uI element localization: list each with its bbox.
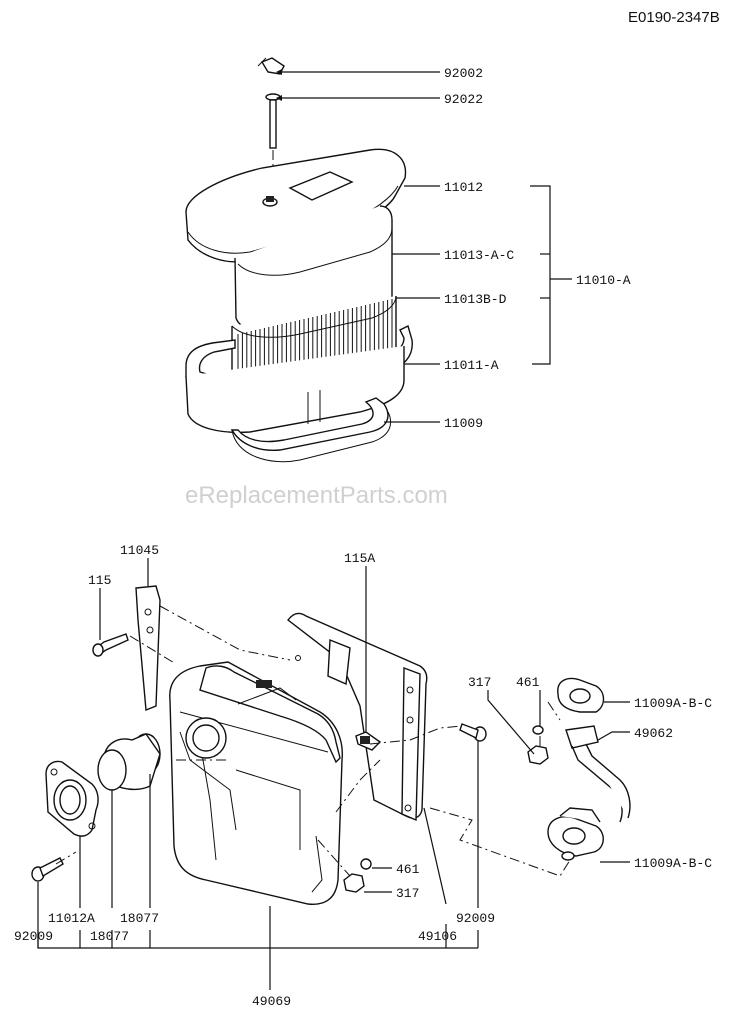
label-11009a-b-c-upper: 11009A-B-C bbox=[634, 696, 712, 711]
label-115a: 115A bbox=[344, 551, 375, 566]
label-92022: 92022 bbox=[444, 92, 483, 107]
label-11012: 11012 bbox=[444, 180, 483, 195]
label-461-lower: 461 bbox=[396, 862, 420, 877]
cover-plate-drawing bbox=[45, 760, 99, 837]
bolt-92009-left-drawing bbox=[31, 857, 64, 882]
label-18077-b: 18077 bbox=[90, 929, 129, 944]
nut-lower-drawing bbox=[343, 858, 372, 893]
label-11010-a: 11010-A bbox=[576, 273, 631, 288]
label-49106: 49106 bbox=[418, 929, 457, 944]
label-461-upper: 461 bbox=[516, 675, 540, 690]
label-92009-right: 92009 bbox=[456, 911, 495, 926]
spark-arrestor-drawing bbox=[97, 733, 161, 791]
watermark: eReplacementParts.com bbox=[185, 482, 448, 509]
heat-shield-drawing bbox=[287, 612, 428, 822]
base-drawing bbox=[185, 324, 413, 434]
label-11009a-b-c-lower: 11009A-B-C bbox=[634, 856, 712, 871]
label-115: 115 bbox=[88, 573, 111, 588]
label-11013b-d: 11013B-D bbox=[444, 292, 507, 307]
diagram-id: E0190-2347B bbox=[628, 9, 720, 26]
label-317-lower: 317 bbox=[396, 886, 419, 901]
muffler-body-drawing bbox=[169, 661, 343, 905]
air-cleaner-group: 92002 92022 11012 11013-A-C 11013B-D 110… bbox=[185, 57, 631, 463]
cover-drawing bbox=[185, 148, 407, 263]
bolt-115-drawing bbox=[92, 633, 129, 657]
label-11012a: 11012A bbox=[48, 911, 95, 926]
bracket-drawing bbox=[135, 585, 161, 711]
label-317-upper: 317 bbox=[468, 675, 491, 690]
exhaust-pipe-drawing bbox=[547, 677, 631, 861]
bolt-115a-drawing bbox=[355, 731, 382, 751]
label-92002: 92002 bbox=[444, 66, 483, 81]
label-49069: 49069 bbox=[252, 994, 291, 1009]
muffler-group: 11045 115 115A 317 461 11009A-B-C 49062 … bbox=[14, 543, 712, 1009]
washer-nut-upper-drawing bbox=[527, 725, 549, 765]
gasket-drawing bbox=[230, 397, 392, 463]
bolt-92009-right-drawing bbox=[459, 723, 487, 742]
label-11045: 11045 bbox=[120, 543, 159, 558]
label-11009: 11009 bbox=[444, 416, 483, 431]
label-11011-a: 11011-A bbox=[444, 358, 499, 373]
label-18077-a: 18077 bbox=[120, 911, 159, 926]
label-11013-a-c: 11013-A-C bbox=[444, 248, 514, 263]
label-92009-left: 92009 bbox=[14, 929, 53, 944]
label-49062: 49062 bbox=[634, 726, 673, 741]
